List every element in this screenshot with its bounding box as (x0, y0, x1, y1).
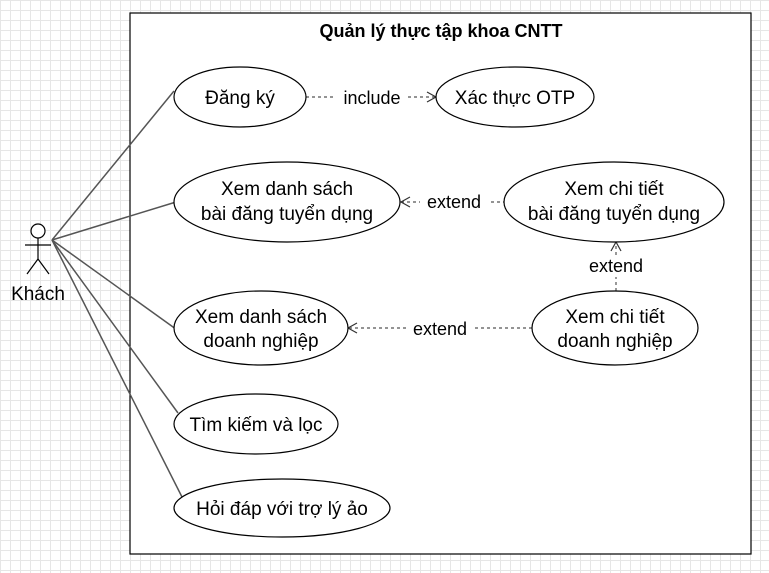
use-case-view-companies[interactable]: Xem danh sách doanh nghiệp (173, 290, 349, 366)
use-case-register-label: Đăng ký (205, 88, 275, 109)
include-label-bg (336, 86, 408, 108)
extend-label-detail: extend (589, 256, 643, 276)
use-case-view-posts-line2: bài đăng tuyển dụng (201, 204, 373, 225)
association-view-companies[interactable] (51, 239, 181, 333)
association-search[interactable] (51, 239, 179, 414)
use-case-post-detail-line2: bài đăng tuyển dụng (528, 204, 700, 225)
include-label: include (343, 88, 400, 108)
use-case-view-posts-line1: Xem danh sách (221, 179, 353, 200)
use-case-qa[interactable]: Hỏi đáp với trợ lý ảo (173, 478, 391, 538)
use-case-register[interactable]: Đăng ký (173, 66, 307, 128)
association-view-posts[interactable] (51, 201, 177, 241)
use-case-otp-label: Xác thực OTP (455, 88, 575, 109)
use-case-search[interactable]: Tìm kiếm và lọc (173, 393, 339, 455)
extend-label-companies: extend (413, 319, 467, 339)
use-case-view-companies-line2: doanh nghiệp (203, 331, 318, 352)
use-case-post-detail-line1: Xem chi tiết (564, 179, 664, 200)
extend-label-detail-bg (582, 255, 650, 277)
association-qa[interactable] (51, 239, 183, 498)
association-register[interactable] (51, 90, 175, 241)
system-title: Quản lý thực tập khoa CNTT (319, 21, 562, 41)
use-case-company-detail-line1: Xem chi tiết (565, 307, 665, 328)
use-case-company-detail-line2: doanh nghiệp (557, 331, 672, 352)
extend-label-posts-bg (420, 191, 488, 213)
extend-label-posts: extend (427, 192, 481, 212)
use-case-company-detail[interactable]: Xem chi tiết doanh nghiệp (531, 290, 699, 366)
use-case-view-companies-line1: Xem danh sách (195, 307, 327, 328)
use-case-otp[interactable]: Xác thực OTP (435, 66, 595, 128)
associations (51, 90, 183, 498)
use-case-qa-label: Hỏi đáp với trợ lý ảo (196, 499, 368, 520)
actor[interactable]: Khách (11, 223, 65, 305)
use-case-post-detail[interactable]: Xem chi tiết bài đăng tuyển dụng (503, 161, 725, 243)
actor-name: Khách (11, 284, 65, 305)
use-case-view-posts[interactable]: Xem danh sách bài đăng tuyển dụng (173, 161, 401, 243)
extend-label-companies-bg (406, 317, 474, 339)
use-case-search-label: Tìm kiếm và lọc (189, 415, 322, 436)
stick-figure-actor-icon (25, 223, 51, 275)
